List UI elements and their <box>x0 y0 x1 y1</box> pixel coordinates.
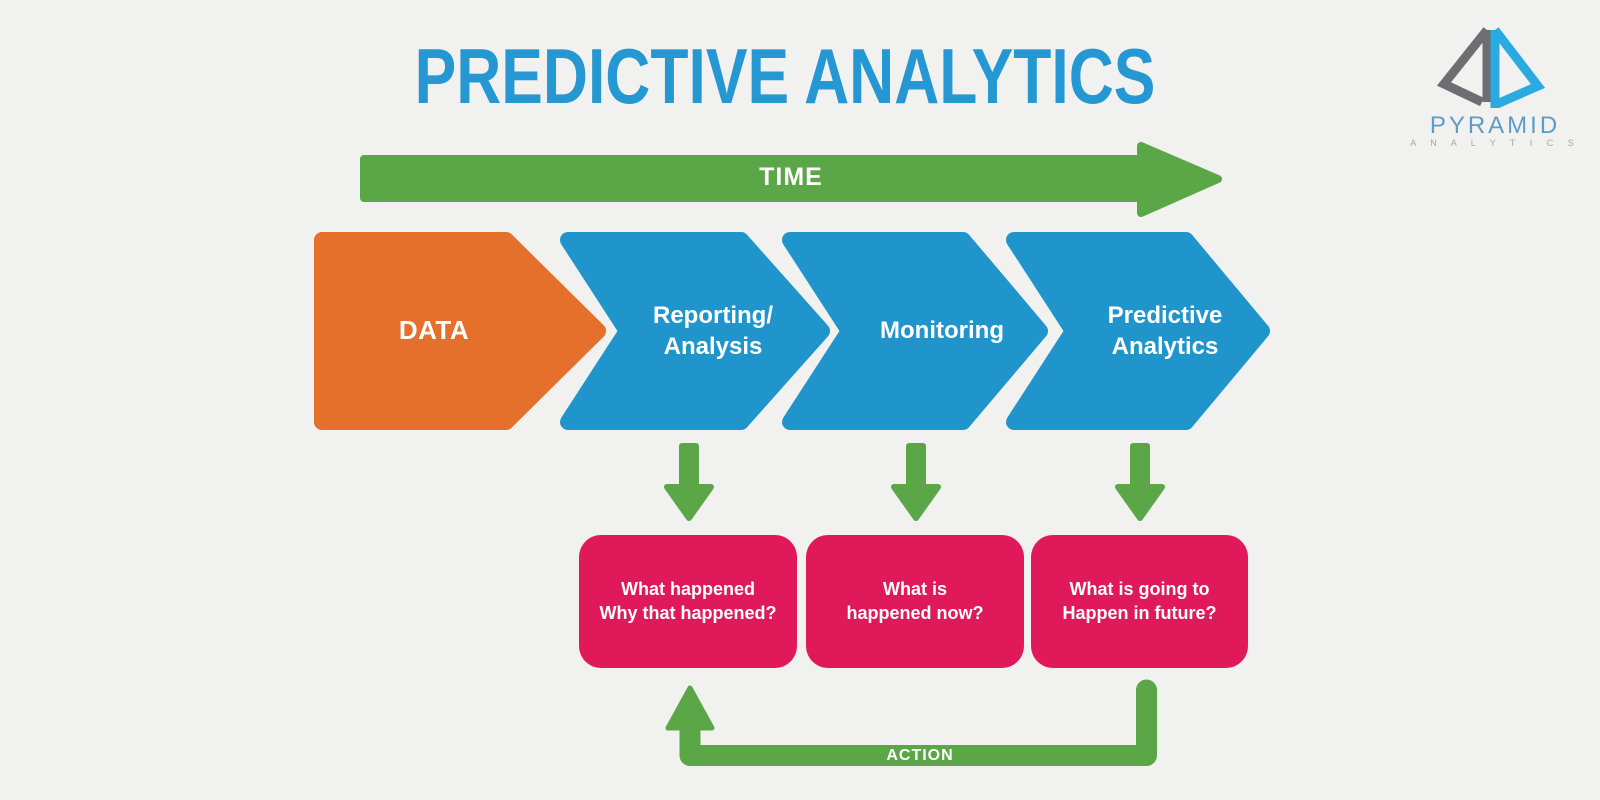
logo-subtitle: A N A L Y T I C S <box>1410 138 1580 148</box>
stage-label-predictive-analytics: Predictive Analytics <box>1107 301 1223 360</box>
stage-label-monitoring: Monitoring <box>880 317 1004 345</box>
question-box-1: What happened Why that happened? <box>579 535 797 668</box>
question-box-2: What is happened now? <box>806 535 1024 668</box>
page-title: PREDICTIVE ANALYTICS <box>300 32 1270 120</box>
stage-label-data: DATA <box>398 315 470 346</box>
action-arrow-label: ACTION <box>886 747 954 764</box>
page-title-text: PREDICTIVE ANALYTICS <box>414 31 1156 120</box>
question-box-3: What is going to Happen in future? <box>1031 535 1248 668</box>
pyramid-analytics-logo: PYRAMID A N A L Y T I C S <box>1410 22 1580 157</box>
down-arrow-3 <box>1115 443 1165 521</box>
stage-label-reporting-analysis: Reporting/ Analysis <box>653 301 773 360</box>
time-arrow-label: TIME <box>759 163 823 191</box>
down-arrow-1 <box>664 443 714 521</box>
down-arrow-2 <box>891 443 941 521</box>
pyramid-logo-icon <box>1436 27 1546 109</box>
logo-name: PYRAMID <box>1429 112 1561 139</box>
